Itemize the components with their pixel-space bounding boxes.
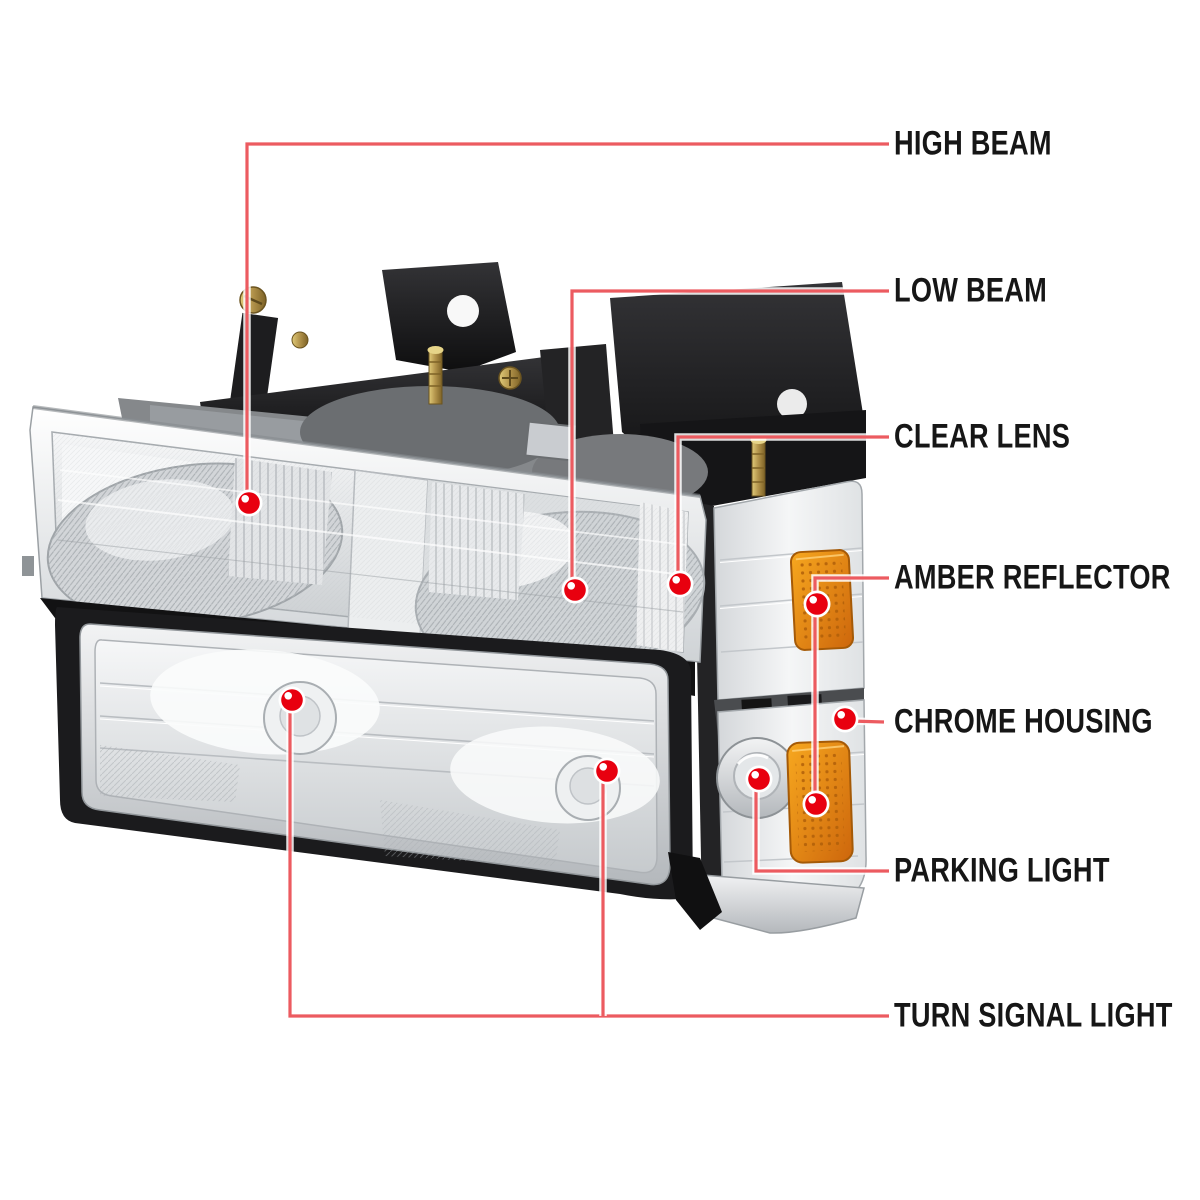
callout-label-turn-signal-light: TURN SIGNAL LIGHT bbox=[894, 996, 1173, 1035]
callout-dot-clear-lens bbox=[666, 570, 694, 598]
brass-stud bbox=[427, 346, 444, 405]
callout-label-parking-light: PARKING LIGHT bbox=[894, 851, 1110, 890]
callout-line-clear-lens bbox=[676, 435, 889, 578]
callout-dot-low-beam bbox=[561, 576, 589, 604]
callout-dot-chrome-housing bbox=[831, 705, 859, 733]
callout-label-chrome-housing: CHROME HOUSING bbox=[894, 702, 1153, 741]
corner-light bbox=[688, 480, 867, 934]
callout-line-amber-reflector bbox=[813, 576, 889, 800]
main-headlight bbox=[22, 405, 707, 680]
callout-dot-amber-reflector bbox=[802, 790, 830, 818]
callout-dot-parking-light bbox=[745, 765, 773, 793]
callout-label-high-beam: HIGH BEAM bbox=[894, 124, 1052, 163]
callout-dot-turn-signal-light bbox=[278, 686, 306, 714]
callout-label-amber-reflector: AMBER REFLECTOR bbox=[894, 558, 1171, 597]
callout-dot-high-beam bbox=[235, 489, 263, 517]
callout-line-low-beam bbox=[570, 289, 889, 584]
callout-dot-turn-signal-light bbox=[593, 757, 621, 785]
bracket-hole bbox=[447, 295, 479, 327]
callout-line-high-beam bbox=[245, 142, 889, 497]
corner-light-base bbox=[688, 873, 865, 934]
brass-screw bbox=[498, 366, 522, 390]
callout-line-parking-light bbox=[754, 784, 889, 873]
housing-gap bbox=[668, 852, 722, 930]
callout-label-clear-lens: CLEAR LENS bbox=[894, 417, 1071, 456]
callout-dot-amber-reflector bbox=[803, 590, 831, 618]
callout-line-turn-signal-light bbox=[288, 706, 889, 1018]
callout-label-low-beam: LOW BEAM bbox=[894, 271, 1048, 310]
bracket-hole-2 bbox=[777, 389, 807, 419]
brass-screw bbox=[291, 331, 309, 349]
